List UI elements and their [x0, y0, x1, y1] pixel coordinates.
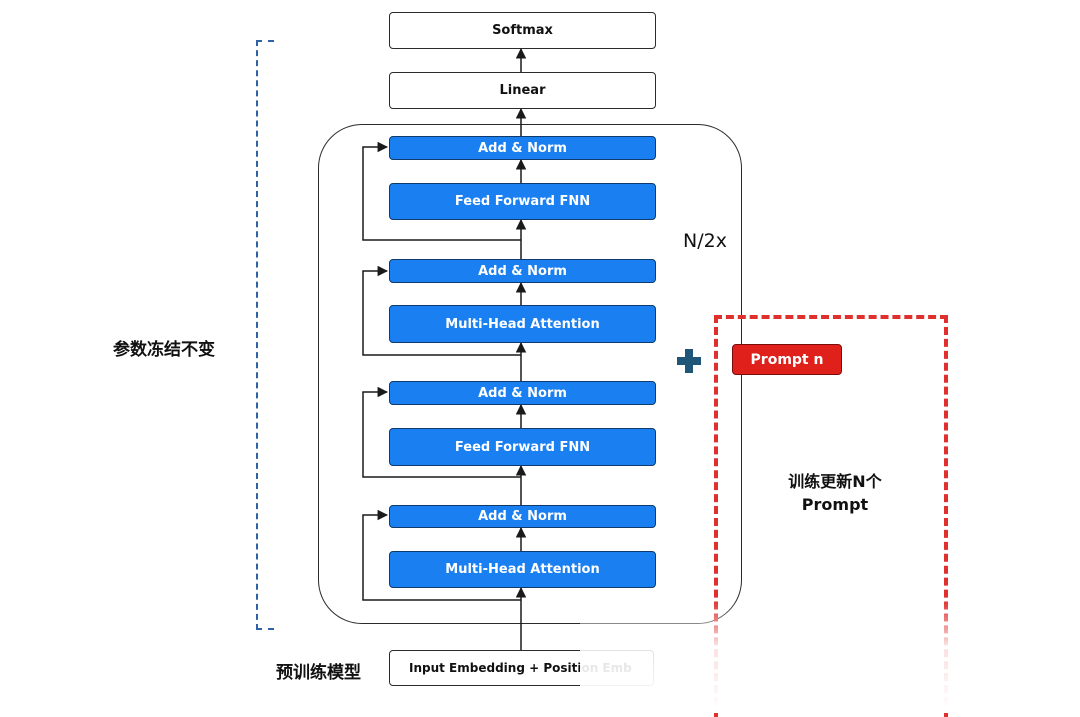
multi-head-attention-block-2: Multi-Head Attention: [389, 551, 656, 588]
feed-forward-block-1: Feed Forward FNN: [389, 183, 656, 220]
train-label-line-2: Prompt: [801, 495, 869, 514]
train-label: 训练更新N个 Prompt: [760, 470, 910, 516]
softmax-block: Softmax: [389, 12, 656, 49]
add-norm-block-1: Add & Norm: [389, 136, 656, 160]
add-norm-block-3: Add & Norm: [389, 381, 656, 405]
prompt-training-panel: [714, 315, 948, 717]
fade-overlay: [580, 600, 1080, 713]
add-norm-block-2: Add & Norm: [389, 259, 656, 283]
add-norm-block-4: Add & Norm: [389, 505, 656, 528]
linear-block: Linear: [389, 72, 656, 109]
pretrained-label: 预训练模型: [276, 663, 361, 683]
frozen-label: 参数冻结不变: [113, 340, 215, 360]
repeat-label: N/2x: [683, 230, 727, 252]
plus-icon-bar: [677, 357, 701, 365]
frozen-bracket: [256, 40, 274, 630]
prompt-n-block: Prompt n: [732, 344, 842, 375]
feed-forward-block-2: Feed Forward FNN: [389, 428, 656, 466]
train-label-line-1: 训练更新N个: [788, 472, 882, 491]
multi-head-attention-block-1: Multi-Head Attention: [389, 305, 656, 343]
